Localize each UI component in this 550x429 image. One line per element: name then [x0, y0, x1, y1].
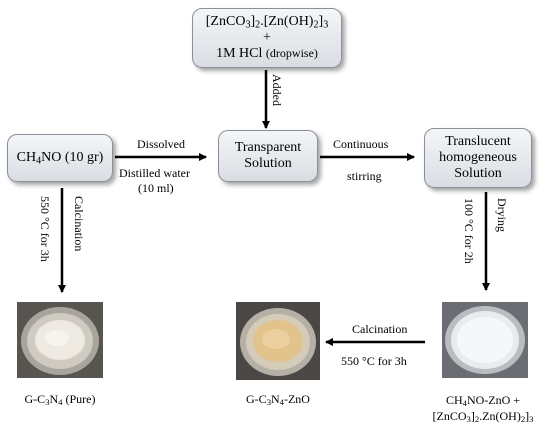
temp-bottom-label: 550 °C for 3h	[341, 354, 407, 368]
temp-right-label: 100 °C for 2h	[462, 198, 476, 264]
start-box: CH4NO (10 gr)	[7, 134, 113, 182]
reagent-box: [ZnCO3]2.[Zn(OH)2]3 + 1M HCl (dropwise)	[192, 8, 342, 68]
temp-left-label: 550 °C for 3h	[38, 196, 52, 262]
continuous-label: Continuous	[333, 137, 389, 151]
g-c3n4-zno-photo	[236, 302, 320, 380]
transparent-solution-box: Transparent Solution	[218, 130, 318, 182]
calcination-bottom-label: Calcination	[352, 322, 408, 336]
reagent-line2: +	[263, 29, 271, 45]
drying-label: Drying	[495, 198, 509, 232]
distilled-volume-label: (10 ml)	[138, 181, 174, 195]
transparent-line1: Transparent	[234, 139, 302, 155]
translucent-solution-box: Translucent homogeneous Solution	[424, 128, 532, 188]
mixture-caption-line1: CH4NO-ZnO +	[445, 393, 521, 409]
reagent-line3: 1M HCl (dropwise)	[216, 46, 318, 62]
pure-powder-photo	[17, 302, 103, 378]
translucent-line2: homogeneous	[439, 149, 517, 165]
reagent-line1: [ZnCO3]2.[Zn(OH)2]3	[205, 13, 329, 31]
transparent-line2: Solution	[244, 156, 292, 171]
mixture-caption: CH4NO-ZnO + [ZnCO3]2.Zn(OH)2]3	[418, 392, 548, 424]
mixture-caption-line2: [ZnCO3]2.Zn(OH)2]3	[432, 409, 534, 425]
dissolved-label: Dissolved	[137, 137, 185, 151]
translucent-line3: Solution	[454, 166, 502, 182]
added-label: Added	[270, 74, 284, 106]
start-label: CH4NO (10 gr)	[16, 149, 104, 167]
distilled-water-label: Distilled water	[119, 166, 190, 180]
zno-caption: G-C3N4-ZnO	[246, 392, 310, 408]
pure-caption: G-C3N4 (Pure)	[24, 392, 96, 408]
translucent-line1: Translucent	[445, 133, 511, 149]
stirring-label: stirring	[347, 169, 382, 183]
calcination-left-label: Calcination	[72, 196, 86, 252]
mixture-dish-photo	[442, 302, 528, 378]
